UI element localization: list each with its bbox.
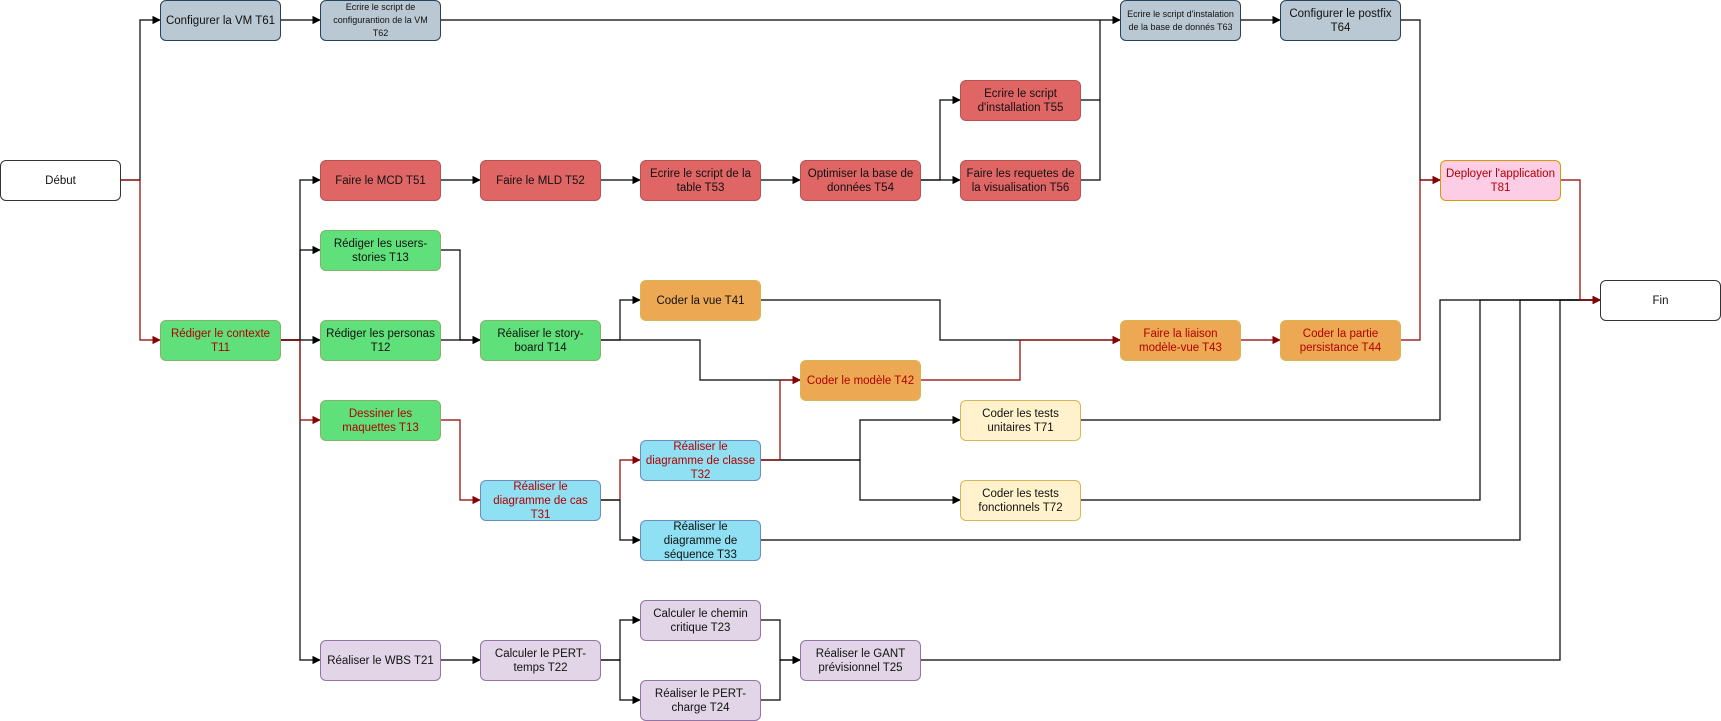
node-t33[interactable]: Réaliser le diagramme de séquence T33 bbox=[640, 520, 761, 561]
node-t32[interactable]: Réaliser le diagramme de classe T32 bbox=[640, 440, 761, 481]
edge-debut-t11 bbox=[120, 179, 161, 345]
edge-t14-t42 bbox=[601, 339, 801, 385]
edge-t14-t41 bbox=[601, 295, 641, 341]
node-t14[interactable]: Réaliser le story-board T14 bbox=[480, 320, 601, 361]
node-fin[interactable]: Fin bbox=[1600, 280, 1721, 321]
node-t63[interactable]: Ecrire le script d'instalation de la bas… bbox=[1120, 0, 1241, 41]
node-t44[interactable]: Coder la partie persistance T44 bbox=[1280, 320, 1401, 361]
edge-t11-t13a bbox=[281, 245, 321, 341]
node-t54[interactable]: Optimiser la base de données T54 bbox=[800, 160, 921, 201]
node-t61[interactable]: Configurer la VM T61 bbox=[160, 0, 281, 41]
edge-t23-t25 bbox=[761, 619, 801, 665]
node-t53[interactable]: Ecrire le script de la table T53 bbox=[640, 160, 761, 201]
edge-t41-t43 bbox=[761, 299, 1121, 345]
edge-t64-t81 bbox=[1401, 19, 1441, 185]
node-t11[interactable]: Rédiger le contexte T11 bbox=[160, 320, 281, 361]
edge-t44-t81 bbox=[1401, 175, 1441, 341]
edge-t22-t24 bbox=[601, 659, 641, 705]
node-t71[interactable]: Coder les tests unitaires T71 bbox=[960, 400, 1081, 441]
edge-t11-t13b bbox=[281, 339, 321, 425]
edge-debut-t61 bbox=[120, 15, 161, 181]
edge-t13a-t14 bbox=[441, 249, 481, 345]
edge-t31-t33 bbox=[601, 499, 641, 545]
node-t62[interactable]: Ecrire le script de configurantion de la… bbox=[320, 0, 441, 41]
node-t21[interactable]: Réaliser le WBS T21 bbox=[320, 640, 441, 681]
edge-t54-t55 bbox=[921, 95, 961, 181]
edge-t55-t63-join bbox=[1081, 20, 1101, 101]
node-t24[interactable]: Réaliser le PERT-charge T24 bbox=[640, 680, 761, 721]
edge-t22-t23 bbox=[601, 615, 641, 661]
node-t22[interactable]: Calculer le PERT-temps T22 bbox=[480, 640, 601, 681]
node-t72[interactable]: Coder les tests fonctionnels T72 bbox=[960, 480, 1081, 521]
edge-t13b-t31 bbox=[441, 419, 481, 505]
node-t56[interactable]: Faire les requetes de la visualisation T… bbox=[960, 160, 1081, 201]
node-t42[interactable]: Coder le modèle T42 bbox=[800, 360, 921, 401]
edge-t56-t63-join bbox=[1081, 100, 1101, 181]
node-t51[interactable]: Faire le MCD T51 bbox=[320, 160, 441, 201]
node-t13-maquettes[interactable]: Dessiner les maquettes T13 bbox=[320, 400, 441, 441]
node-t55[interactable]: Ecrire le script d'installation T55 bbox=[960, 80, 1081, 121]
node-t43[interactable]: Faire la liaison modèle-vue T43 bbox=[1120, 320, 1241, 361]
edge-t32-t72 bbox=[761, 459, 961, 505]
node-t13-users-stories[interactable]: Rédiger les users-stories T13 bbox=[320, 230, 441, 271]
node-debut[interactable]: Début bbox=[0, 160, 121, 201]
edge-t24-t25 bbox=[761, 655, 801, 701]
edge-t32-t42 bbox=[761, 375, 801, 461]
node-t64[interactable]: Configurer le postfix T64 bbox=[1280, 0, 1401, 41]
edge-t31-t32 bbox=[619, 455, 641, 500]
node-t41[interactable]: Coder la vue T41 bbox=[640, 280, 761, 321]
node-t12[interactable]: Rédiger les personas T12 bbox=[320, 320, 441, 361]
edge-t42-t43 bbox=[921, 335, 1121, 381]
node-t25[interactable]: Réaliser le GANT prévisionnel T25 bbox=[800, 640, 921, 681]
node-t31[interactable]: Réaliser le diagramme de cas T31 bbox=[480, 480, 601, 521]
edge-t32-t71 bbox=[761, 415, 961, 461]
node-t81[interactable]: Deployer l'application T81 bbox=[1440, 160, 1561, 201]
node-t23[interactable]: Calculer le chemin critique T23 bbox=[640, 600, 761, 641]
node-t52[interactable]: Faire le MLD T52 bbox=[480, 160, 601, 201]
edge-t81-fin bbox=[1561, 179, 1601, 305]
